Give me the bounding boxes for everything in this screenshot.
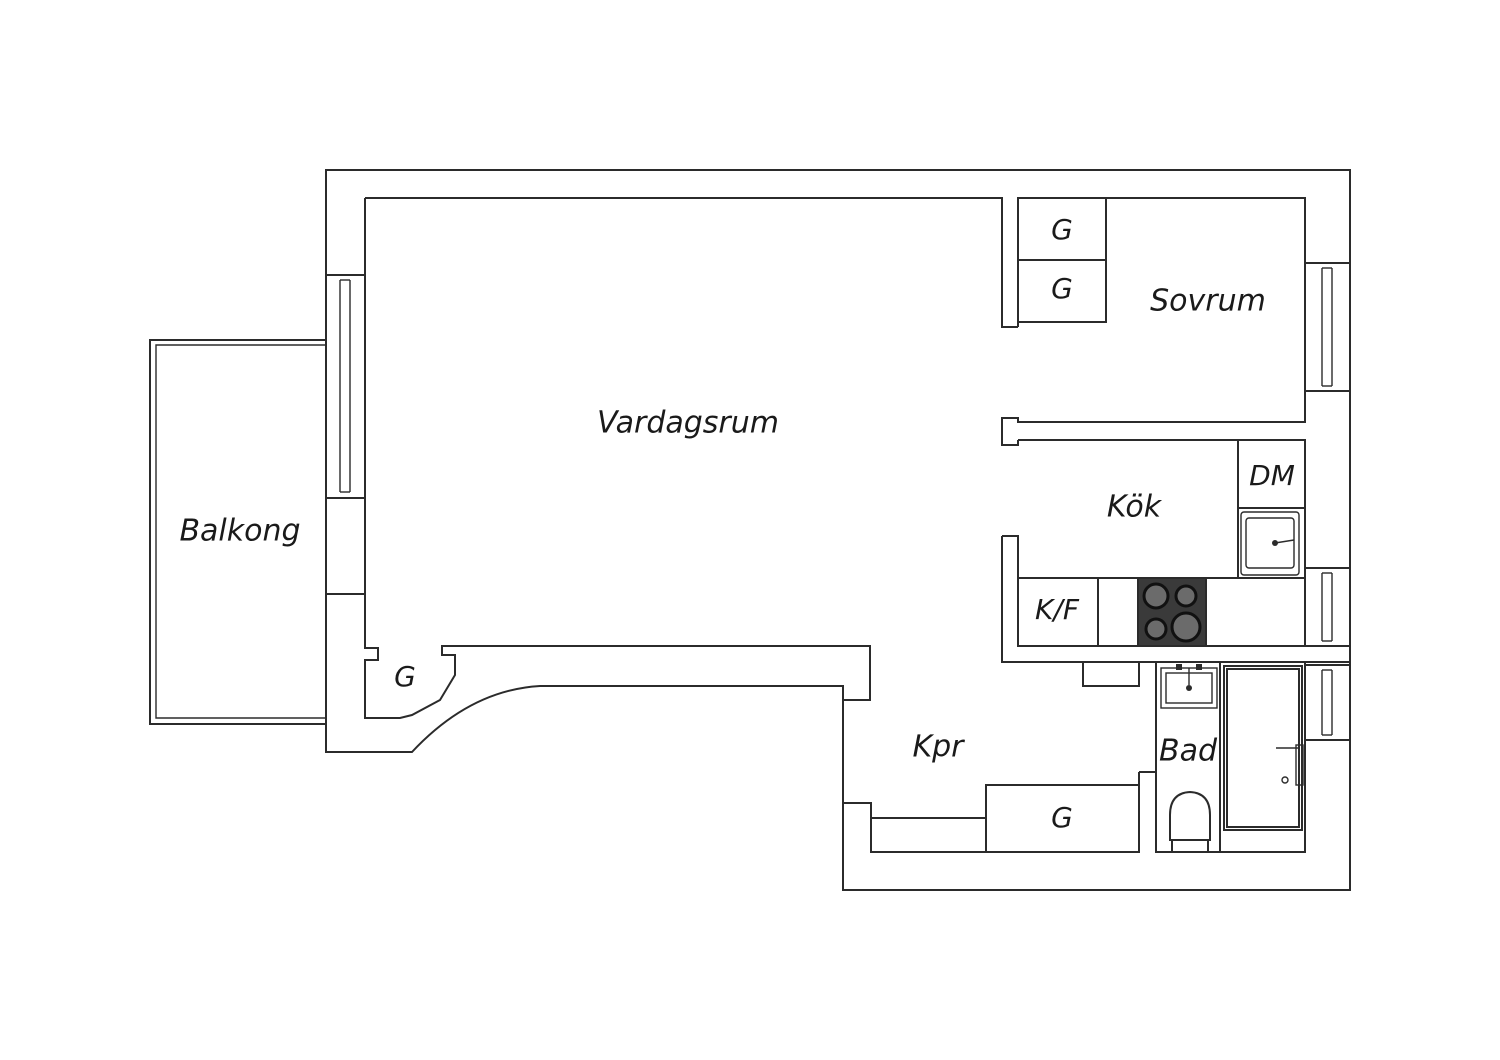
label-balkong: Balkong bbox=[179, 514, 300, 549]
window-kitchen-east bbox=[1304, 567, 1351, 647]
label-wardrobe-hall-bottom: G bbox=[1051, 801, 1073, 834]
label-bad: Bad bbox=[1159, 734, 1218, 769]
window-bathroom-east bbox=[1304, 664, 1351, 741]
hall-wardrobe-bench bbox=[870, 784, 1140, 853]
label-fridge-freezer: K/F bbox=[1035, 593, 1080, 626]
label-sovrum: Sovrum bbox=[1150, 284, 1266, 319]
bathtub bbox=[1223, 665, 1304, 831]
label-dishwasher: DM bbox=[1249, 459, 1295, 492]
label-wardrobe-top-1: G bbox=[1051, 213, 1073, 246]
balcony bbox=[149, 339, 326, 725]
toilet bbox=[1169, 790, 1211, 853]
bedroom-wardrobes bbox=[1017, 197, 1107, 323]
bathroom-sink bbox=[1160, 664, 1218, 709]
stove bbox=[1137, 577, 1207, 647]
window-living-west bbox=[325, 274, 366, 499]
label-kpr: Kpr bbox=[912, 730, 965, 765]
kitchen-sink bbox=[1240, 511, 1300, 576]
window-bedroom-east bbox=[1304, 262, 1351, 392]
label-kok: Kök bbox=[1107, 490, 1163, 525]
label-wardrobe-top-2: G bbox=[1051, 272, 1073, 305]
label-vardagsrum: Vardagsrum bbox=[597, 406, 779, 441]
outer-walls bbox=[325, 169, 1351, 891]
label-wardrobe-hall-left: G bbox=[394, 660, 416, 693]
